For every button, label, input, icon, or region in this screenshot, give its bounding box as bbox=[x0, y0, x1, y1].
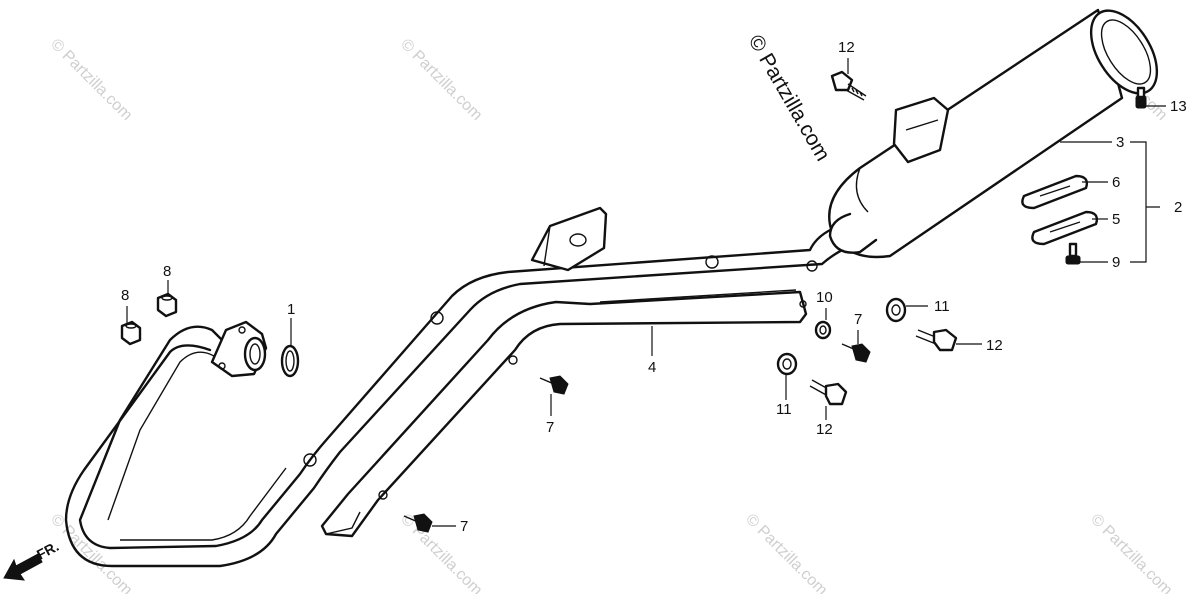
pipe-bracket[interactable] bbox=[530, 206, 608, 272]
watermark-2: © Partzilla.com bbox=[397, 36, 485, 124]
callout-8-left: 8 bbox=[121, 287, 129, 304]
callout-7-right: 7 bbox=[854, 311, 862, 328]
exhaust-flange[interactable] bbox=[210, 320, 268, 378]
plate-5[interactable] bbox=[1031, 210, 1099, 246]
bolt-12-right[interactable] bbox=[915, 328, 958, 352]
nut-8-left[interactable] bbox=[120, 320, 142, 346]
callout-numbers: 12 13 3 2 6 5 9 8 8 1 10 11 7 12 4 11 7 … bbox=[121, 39, 1187, 535]
bolt-7-middle[interactable] bbox=[539, 375, 569, 395]
washer-11-low[interactable] bbox=[776, 352, 798, 376]
callout-11-right: 11 bbox=[934, 298, 950, 315]
callout-7-middle: 7 bbox=[546, 419, 554, 436]
protector-part-4[interactable] bbox=[320, 289, 808, 538]
callout-12-right: 12 bbox=[986, 337, 1003, 354]
callout-1: 1 bbox=[287, 301, 295, 318]
callout-5: 5 bbox=[1112, 211, 1120, 228]
bolt-12-lower[interactable] bbox=[809, 379, 848, 406]
callout-9: 9 bbox=[1112, 254, 1120, 271]
callout-6: 6 bbox=[1112, 174, 1120, 191]
watermark-6: © Partzilla.com bbox=[742, 511, 830, 594]
callout-10: 10 bbox=[816, 289, 833, 306]
gasket-1[interactable] bbox=[280, 344, 300, 378]
washer-10[interactable] bbox=[814, 320, 832, 340]
callout-11-low: 11 bbox=[776, 401, 792, 418]
bolt-7-right[interactable] bbox=[841, 343, 871, 363]
nut-8-right[interactable] bbox=[156, 292, 178, 318]
callout-7-lower: 7 bbox=[460, 518, 468, 535]
callout-12-top: 12 bbox=[838, 39, 855, 56]
exhaust-pipe[interactable] bbox=[64, 218, 872, 568]
bolt-7-lower[interactable] bbox=[403, 513, 433, 533]
front-direction-arrow: FR. bbox=[3, 538, 61, 581]
callout-4: 4 bbox=[648, 359, 656, 376]
plate-6[interactable] bbox=[1021, 174, 1089, 210]
callout-8-right: 8 bbox=[163, 263, 171, 280]
watermark-1: © Partzilla.com bbox=[47, 36, 135, 124]
callout-lines bbox=[126, 58, 1166, 527]
watermark-7: © Partzilla.com bbox=[1087, 511, 1175, 594]
callout-13: 13 bbox=[1170, 98, 1187, 115]
bolt-9[interactable] bbox=[1065, 242, 1081, 265]
brand-label: © Partzilla.com bbox=[744, 31, 835, 165]
bolt-13[interactable] bbox=[1135, 86, 1147, 109]
watermark-5: © Partzilla.com bbox=[397, 511, 485, 594]
callout-3: 3 bbox=[1116, 134, 1124, 151]
callout-2: 2 bbox=[1174, 199, 1182, 216]
callout-12-lower: 12 bbox=[816, 421, 833, 438]
bolt-12-top[interactable] bbox=[830, 70, 867, 101]
washer-11-right[interactable] bbox=[885, 297, 907, 323]
muffler-part-3[interactable] bbox=[828, 0, 1170, 259]
